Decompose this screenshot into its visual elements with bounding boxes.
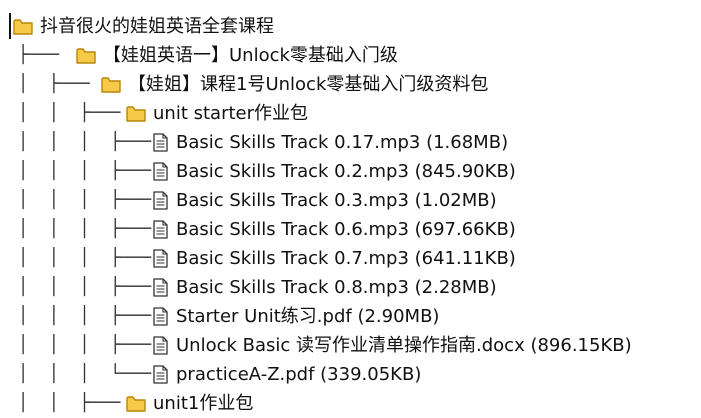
tree-connector: │ │ │ ├─── <box>18 190 162 210</box>
folder-icon <box>126 104 146 123</box>
tree-connector: │ │ ├─── <box>18 393 131 413</box>
tree-connector: │ │ ├─── <box>18 103 131 123</box>
file-icon <box>150 191 170 210</box>
tree-row-label: Basic Skills Track 0.6.mp3 (697.66KB) <box>176 219 516 240</box>
folder-icon <box>101 75 121 94</box>
file-icon <box>150 365 170 384</box>
tree-row-label: Starter Unit练习.pdf (2.90MB) <box>176 306 440 327</box>
file-icon <box>150 249 170 268</box>
tree-row-label: Basic Skills Track 0.3.mp3 (1.02MB) <box>176 190 497 211</box>
folder-icon <box>76 46 96 65</box>
tree-row-label: unit1作业包 <box>153 393 254 414</box>
tree-connector: ├─── <box>18 45 70 65</box>
tree-row-label: 【娃姐英语一】Unlock零基础入门级 <box>103 45 398 66</box>
tree-connector: │ │ │ ├─── <box>18 161 162 181</box>
tree-connector: │ │ │ ├─── <box>18 248 162 268</box>
file-icon <box>150 336 170 355</box>
folder-icon <box>126 394 146 413</box>
tree-connector: │ │ │ ├─── <box>18 219 162 239</box>
tree-root-label: 抖音很火的娃姐英语全套课程 <box>40 16 274 37</box>
tree-row-label: 【娃姐】课程1号Unlock零基础入门级资料包 <box>128 74 489 95</box>
text-cursor <box>9 13 11 39</box>
tree-row-label: unit starter作业包 <box>153 103 308 124</box>
tree-row-label: Basic Skills Track 0.2.mp3 (845.90KB) <box>176 161 516 182</box>
folder-icon <box>13 17 33 36</box>
file-tree: 抖音很火的娃姐英语全套课程 ├─── 【娃姐英语一】Unlock零基础入门级 │… <box>9 13 632 414</box>
tree-connector: │ │ │ ├─── <box>18 132 162 152</box>
tree-connector: │ │ │ ├─── <box>18 335 162 355</box>
file-icon <box>150 133 170 152</box>
tree-connector: │ │ │ ├─── <box>18 306 162 326</box>
tree-row-label: Basic Skills Track 0.7.mp3 (641.11KB) <box>176 248 516 269</box>
tree-connector: │ │ │ ├─── <box>18 277 162 297</box>
file-icon <box>150 162 170 181</box>
file-icon <box>150 307 170 326</box>
tree-row-label: Basic Skills Track 0.17.mp3 (1.68MB) <box>176 132 509 153</box>
file-icon <box>150 278 170 297</box>
tree-connector: │ │ │ └─── <box>18 364 162 384</box>
tree-row-label: Unlock Basic 读写作业清单操作指南.docx (896.15KB) <box>176 335 632 356</box>
tree-row-label: practiceA-Z.pdf (339.05KB) <box>176 364 422 385</box>
tree-connector: │ ├─── <box>18 74 100 94</box>
file-icon <box>150 220 170 239</box>
tree-row-label: Basic Skills Track 0.8.mp3 (2.28MB) <box>176 277 497 298</box>
